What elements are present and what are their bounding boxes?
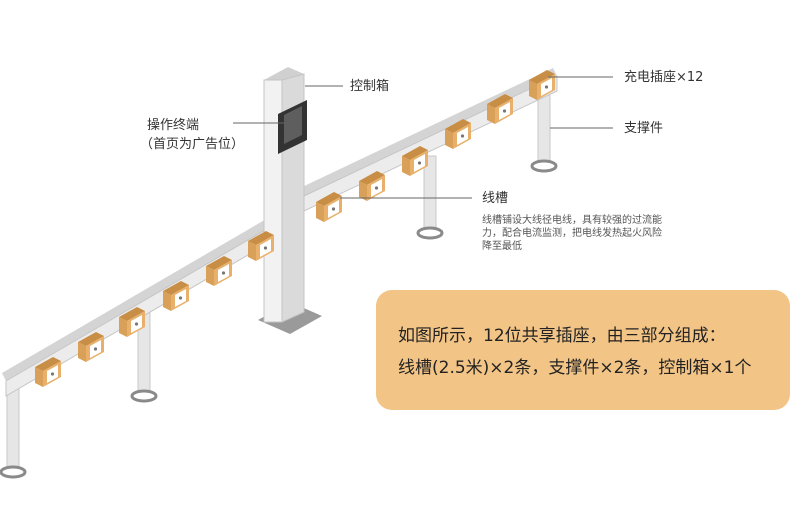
socket-1 — [35, 357, 61, 387]
summary-line-2: 线槽(2.5米)×2条，支撑件×2条，控制箱×1个 — [398, 358, 752, 378]
left-support-posts — [0, 307, 158, 479]
terminal-screen — [278, 100, 307, 154]
right-support-posts — [416, 87, 558, 240]
label-terminal-note: （首页为广告位） — [140, 137, 245, 152]
summary-panel: 如图所示，12位共享插座，由三部分组成： 线槽(2.5米)×2条，支撑件×2条，… — [376, 290, 790, 410]
trunking-note: 线槽铺设大线径电线，具有较强的过流能力，配合电流监测，把电线发热起火风险降至最低 — [482, 215, 662, 252]
sockets-group — [35, 70, 555, 387]
label-terminal: 操作终端 — [147, 118, 200, 133]
socket-6 — [248, 231, 274, 261]
label-trunking: 线槽 — [482, 191, 509, 206]
label-sockets: 充电插座×12 — [624, 70, 704, 85]
socket-12 — [529, 70, 555, 100]
socket-11 — [487, 94, 513, 124]
socket-8 — [359, 171, 385, 201]
socket-9 — [402, 146, 428, 176]
label-control-box: 控制箱 — [350, 79, 390, 94]
socket-2 — [78, 332, 104, 362]
socket-3 — [119, 307, 145, 337]
socket-5 — [206, 256, 232, 286]
socket-10 — [445, 119, 471, 149]
summary-line-1: 如图所示，12位共享插座，由三部分组成： — [398, 326, 726, 346]
label-support: 支撑件 — [624, 121, 664, 136]
leader-lines — [233, 76, 613, 199]
socket-7 — [316, 192, 342, 222]
socket-4 — [163, 281, 189, 311]
